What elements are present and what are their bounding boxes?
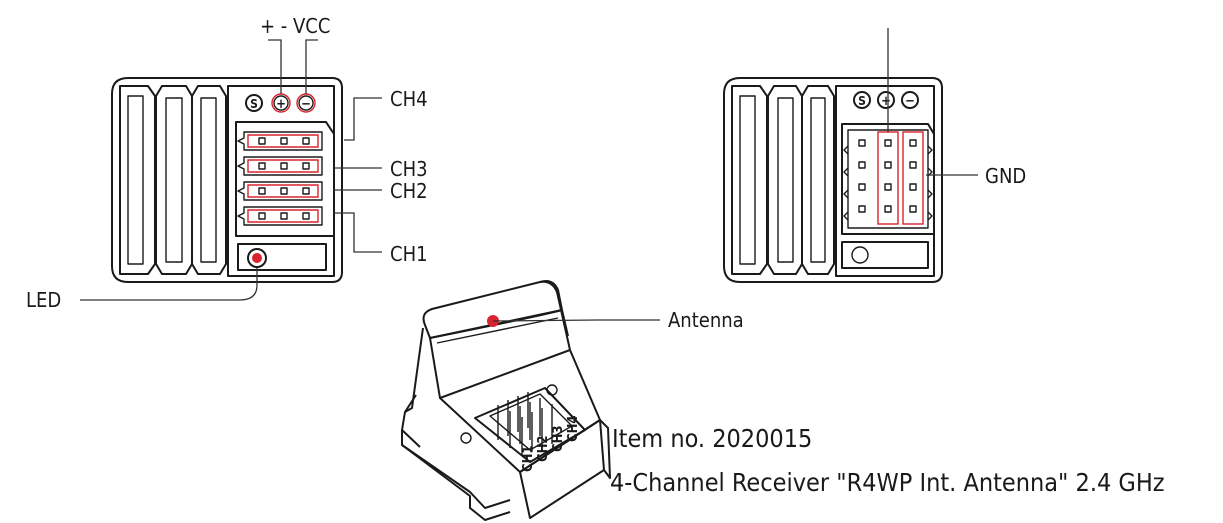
gnd-label: GND [985,164,1026,188]
channel-row-ch4 [237,131,323,151]
pin-s-label: S [250,97,258,111]
rear-pin-s-label: S [858,94,866,108]
rear-pin-minus-label: − [905,94,915,109]
ch3-label: CH3 [390,157,428,181]
channel-row-ch1 [237,206,323,226]
connector-pins [497,392,553,456]
gnd-column [902,131,924,225]
ch1-label: CH1 [390,242,428,266]
pin-plus-label: + [276,97,286,112]
pin-s-circle [245,94,263,112]
conn-ch1-label: CH1 [521,445,536,472]
rear-pin-plus-label: + [881,94,891,109]
receiver-front-view: S + − [111,77,343,283]
item-number: Item no. 2020015 [612,424,812,453]
product-description: 4-Channel Receiver "R4WP Int. Antenna" 2… [610,468,1165,497]
led-indicator [252,253,262,263]
vcc-label: + - VCC [260,14,330,38]
receiver-rear-view: S + − [723,77,943,283]
conn-ch2-label: CH2 [536,435,551,462]
ch2-label: CH2 [390,179,428,203]
ch4-label: CH4 [390,87,428,111]
channel-row-ch3 [237,156,323,176]
conn-ch4-label: CH4 [566,415,581,442]
pin-minus-label: − [301,97,311,112]
receiver-isometric-view: CH1 CH2 CH3 CH4 [401,280,611,521]
channel-row-ch2 [237,181,323,201]
led-label: LED [26,288,61,312]
conn-ch3-label: CH3 [551,425,566,452]
led-window [237,243,327,271]
antenna-label: Antenna [668,308,744,332]
